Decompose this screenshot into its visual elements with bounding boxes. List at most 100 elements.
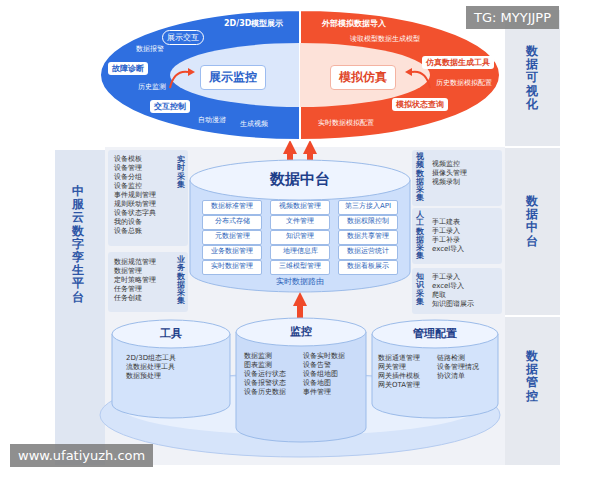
module-cell: 分布式存储 [202, 215, 262, 230]
data-center-cylinder: 数据中台实时数据路由数据标准管理视频数据管理第三方接入API分布式存储文件管理数… [190, 160, 410, 292]
list-line: 事件规则管理 [114, 191, 156, 200]
list-line: 图表监测 [244, 361, 301, 370]
node-label: 模拟状态查询 [396, 99, 444, 110]
list-line: 设备实时数据 [303, 352, 360, 361]
module-cell: 数据权限控制 [338, 215, 398, 230]
list-line: 设备分组 [114, 173, 156, 182]
watermark: TG: MYYJJPP [466, 6, 559, 29]
node-label: 交互控制 [154, 101, 186, 112]
ring-shape [100, 10, 300, 140]
list-line: 手工补录 [432, 236, 464, 245]
vertical-title: 知识采集 [416, 273, 424, 306]
list-line: 任务创建 [114, 294, 156, 303]
list-line: 手工录入 [432, 227, 464, 236]
collect-panel: 知识采集手工录入excel导入爬取知识图谱展示 [412, 268, 502, 314]
item-list: 数据监测设备实时数据图表监测设备告警设备运行状态设备组地图设备报警状态设备地图设… [244, 352, 360, 397]
item-list: 数据通道管理链路检测网关管理设备管理情况网关插件模板协议清单网关OTA管理 [378, 354, 494, 390]
node-label: 知识管理 [271, 231, 329, 242]
node-label: 数据看板展示 [339, 261, 397, 272]
monitor-cylinder: 监控数据监测设备实时数据图表监测设备告警设备运行状态设备组地图设备报警状态设备地… [236, 318, 366, 442]
vertical-title: 实时采集 [177, 156, 185, 189]
cylinder-body [236, 332, 366, 442]
flow-arrow [170, 72, 188, 88]
list-line: 数据通道管理 [378, 354, 435, 363]
flow-arrow [307, 154, 313, 160]
module-cell: 业务数据管理 [202, 245, 262, 260]
list-line: 手工录入 [432, 273, 474, 282]
list-line: 设备地图 [303, 379, 360, 388]
module-cell: 文件管理 [270, 215, 330, 230]
node-label: 数据标准管理 [203, 201, 261, 212]
list-line: 流数据处理工具 [126, 363, 176, 372]
inner-shape [170, 43, 300, 107]
flow-arrow-head [405, 68, 412, 76]
cylinder-top [190, 160, 410, 200]
list-line: 摄像头管理 [432, 169, 467, 178]
feature-box: 模拟状态查询 [392, 98, 448, 111]
layer-label: 数据可视化 [526, 45, 538, 111]
node-label: 监控 [236, 324, 366, 339]
platform-label: 中服云数字孪生平台 [72, 185, 84, 304]
platform-band [55, 150, 105, 465]
feature-label: 数据报警 [136, 44, 164, 54]
list-line: 任务管理 [114, 285, 156, 294]
list-line: 事件管理 [303, 388, 360, 397]
list-line: 数据管理 [114, 267, 156, 276]
module-cell: 知识管理 [270, 230, 330, 245]
vertical-title: 人工数据采集 [416, 211, 424, 261]
ring-shape [300, 10, 500, 140]
list-line: 设备总账 [114, 227, 156, 236]
collect-panel: 人工数据采集手工建表手工录入手工补录excel导入 [412, 208, 502, 264]
item-list: 手工录入excel导入爬取知识图谱展示 [432, 273, 474, 309]
list-line: 设备状态字典 [114, 209, 156, 218]
module-cell: 第三方接入API [338, 200, 398, 215]
list-line: 链路检测 [437, 354, 494, 363]
node-label: 故障诊断 [112, 63, 144, 74]
list-line: 规则联动管理 [114, 200, 156, 209]
module-cell: 地理信息库 [270, 245, 330, 260]
band-divider [505, 315, 560, 317]
list-line: 数据预处理 [126, 372, 176, 381]
list-line: 设备管理 [114, 164, 156, 173]
vertical-title: 业务数据采集 [177, 256, 185, 306]
node-label: 2D/3D模型展示 [224, 18, 283, 29]
module-cell: 数据运营统计 [338, 245, 398, 260]
node-label: 数据中台 [190, 170, 410, 189]
feature-label: 实时数据模拟配置 [318, 118, 374, 128]
flow-arrow-head [188, 68, 195, 76]
module-cell: 视频数据管理 [270, 200, 330, 215]
module-cell: 数据标准管理 [202, 200, 262, 215]
list-line: 2D/3D组态工具 [126, 354, 176, 363]
item-list: 设备模板设备管理设备分组设备监控事件规则管理规则联动管理设备状态字典我的设备设备… [114, 155, 156, 236]
node-label: 外部模拟数据导入 [322, 18, 386, 29]
config-cylinder: 管理配置数据通道管理链路检测网关管理设备管理情况网关插件模板协议清单网关OTA管… [372, 320, 498, 418]
node-label: 仿真数据生成工具 [426, 57, 490, 68]
list-line: 设备组地图 [303, 370, 360, 379]
cylinder-top [112, 320, 230, 348]
feature-label: 历史数据模拟配置 [436, 78, 492, 88]
list-line: 设备告警 [303, 361, 360, 370]
node-label: 第三方接入API [339, 201, 397, 212]
list-line: 手工建表 [432, 218, 464, 227]
node-label: 模拟仿真 [330, 65, 396, 90]
node-label: 数据共享管理 [339, 231, 397, 242]
item-list: 数据规范管理数据管理定时策略管理任务管理任务创建 [114, 258, 156, 303]
flow-arrow [287, 154, 293, 160]
node-label: 文件管理 [271, 216, 329, 227]
list-line: 设备历史数据 [244, 388, 301, 397]
list-line: 设备模板 [114, 155, 156, 164]
feature-box: 故障诊断 [108, 62, 148, 75]
item-list: 手工建表手工录入手工补录excel导入 [432, 218, 464, 254]
list-line: 设备管理情况 [437, 363, 494, 372]
list-line: 数据监测 [244, 352, 301, 361]
center-panel [105, 147, 505, 465]
feature-label: 生成视频 [240, 119, 268, 129]
tool-cylinder: 工具2D/3D组态工具流数据处理工具数据预处理 [112, 320, 230, 418]
layer-band [505, 10, 560, 465]
node-label: 数据运营统计 [339, 246, 397, 257]
feature-label: 历史监测 [138, 82, 166, 92]
node-label: 三维模型管理 [271, 261, 329, 272]
list-line: excel导入 [432, 245, 464, 254]
feature-tag: 2D/3D模型展示 [220, 17, 287, 30]
list-line: 数据规范管理 [114, 258, 156, 267]
